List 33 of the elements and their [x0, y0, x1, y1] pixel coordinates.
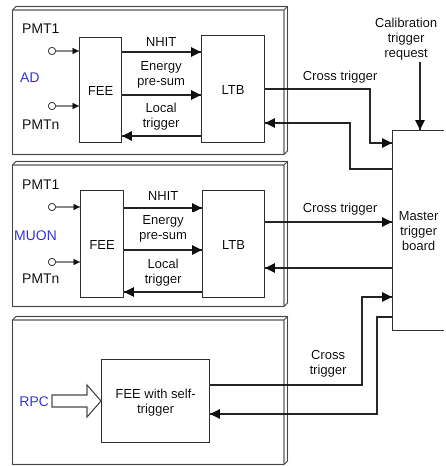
signal-arrow — [265, 88, 392, 148]
module-label: MUON — [14, 228, 57, 243]
signal-arrow — [56, 204, 80, 210]
module-box: FEE with self-trigger — [101, 359, 210, 443]
signal-arrow — [210, 316, 392, 420]
signal-arrow — [265, 262, 392, 274]
signal-arrow — [265, 216, 392, 228]
signal-arrow — [122, 46, 201, 58]
signal-arrow — [124, 202, 202, 214]
request-label: Calibration trigger request — [366, 12, 446, 62]
signal-arrow — [124, 244, 202, 256]
module-box: FEE — [79, 37, 122, 143]
signal-arrow — [414, 62, 426, 130]
signal-arrow — [265, 118, 392, 170]
module-box: LTB — [202, 190, 265, 298]
module-box: LTB — [201, 35, 265, 143]
module-panel — [12, 316, 288, 465]
detector-label: RPC — [16, 392, 52, 410]
signal-arrow — [122, 90, 201, 100]
block-arrow — [51, 383, 102, 419]
pmt-label: PMT1 — [22, 177, 60, 192]
pmt-label: PMT1 — [22, 21, 60, 36]
module-label: AD — [20, 70, 40, 85]
pmt-label: PMTn — [22, 271, 60, 286]
signal-arrow — [56, 48, 79, 54]
signal-arrow — [122, 130, 201, 142]
signal-arrow — [56, 258, 80, 266]
signal-arrow — [124, 286, 202, 298]
signal-arrow — [56, 102, 79, 110]
module-box: FEE — [80, 190, 124, 298]
pmt-label: PMTn — [22, 117, 60, 132]
signal-arrow — [210, 292, 392, 386]
board-box: Master trigger board — [392, 130, 444, 331]
